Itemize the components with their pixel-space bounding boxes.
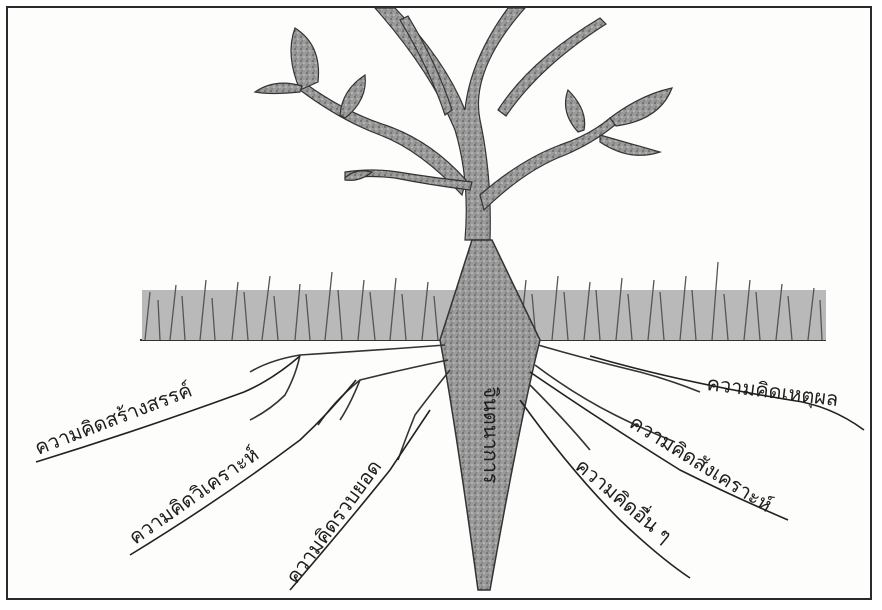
label-analytical-thinking: ความคิดวิเคราะห์ — [124, 442, 263, 549]
label-other-thinking: ความคิดอื่น ๆ — [571, 452, 678, 548]
label-convergent-thinking: ความคิดรวบยอด — [281, 455, 387, 588]
label-synthesis-thinking: ความคิดสังเคราะห์ — [625, 410, 776, 517]
branches — [300, 8, 616, 240]
label-reasoning-thinking: ความคิดเหตุผล — [705, 371, 839, 412]
trunk-label: จินตนาการ — [479, 386, 503, 484]
